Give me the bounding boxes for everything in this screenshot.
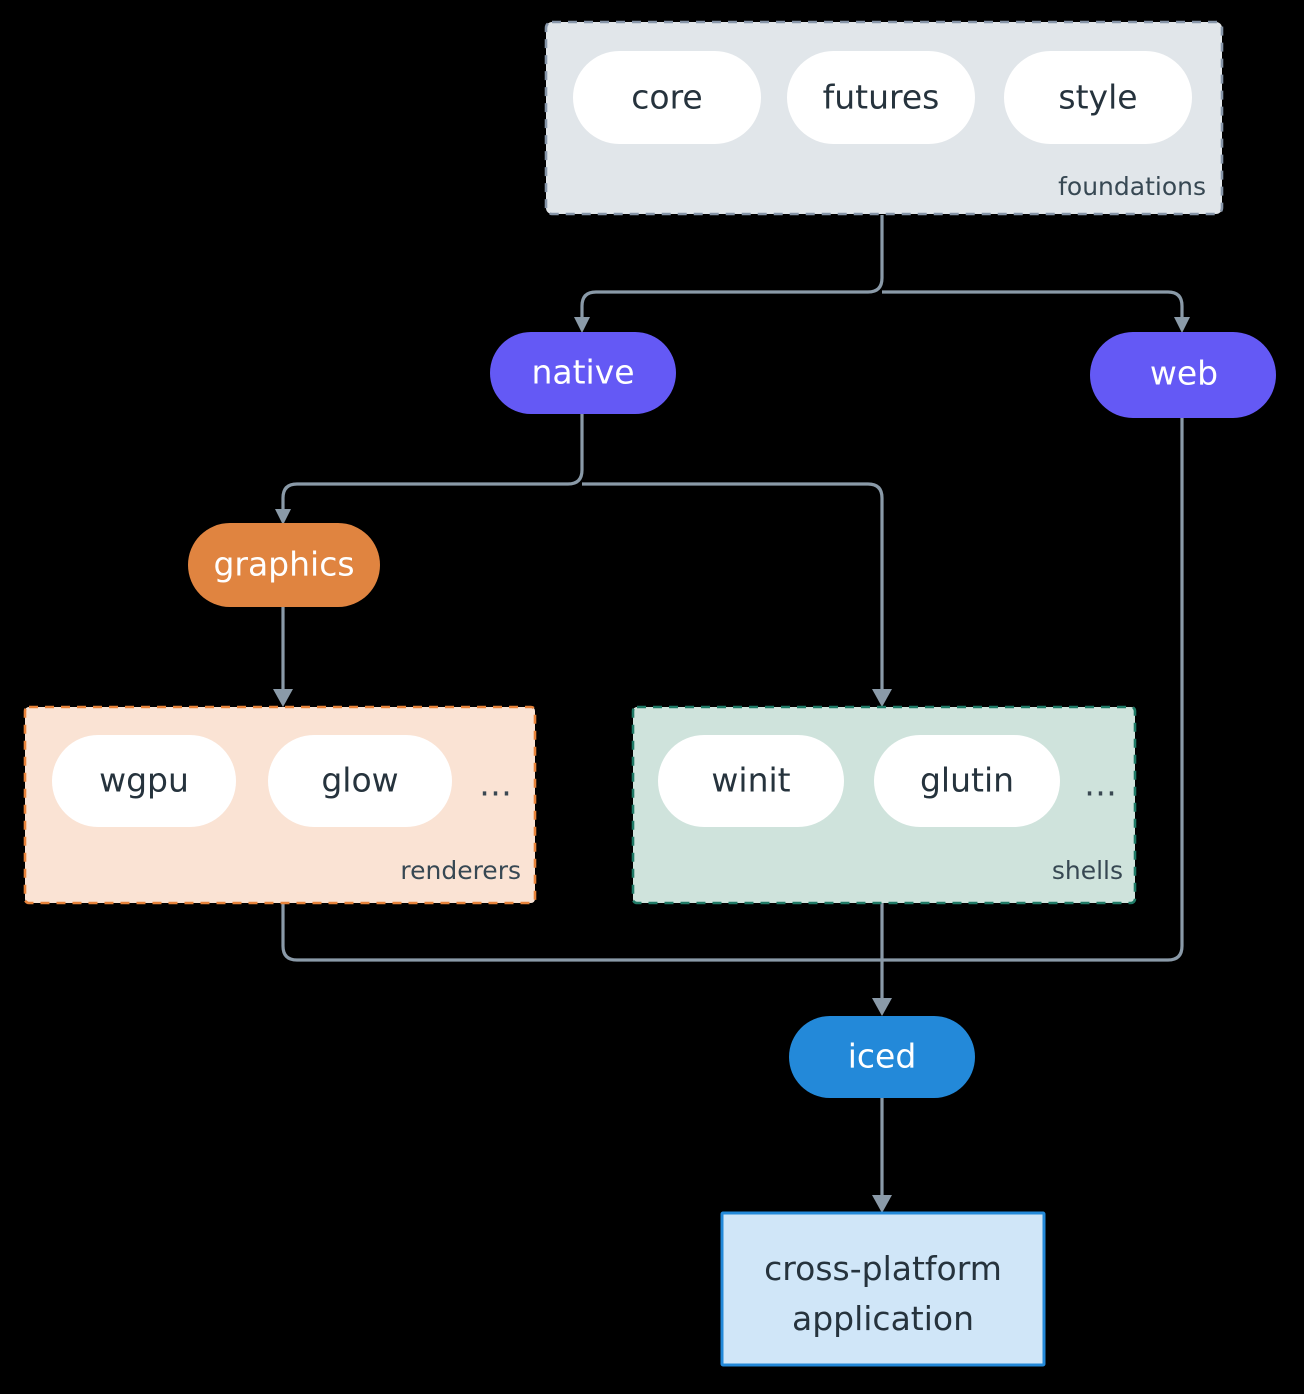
wgpu-pill — [52, 735, 236, 827]
node-graphics[interactable]: graphics — [188, 523, 380, 607]
edge-foundations-split — [580, 215, 884, 322]
node-futures[interactable]: futures — [787, 51, 975, 144]
wgpu-label: wgpu — [99, 761, 189, 800]
node-style[interactable]: style — [1004, 51, 1192, 144]
cluster-foundations: core futures style foundations — [544, 20, 1224, 216]
graphics-pill — [188, 523, 380, 607]
edge-arrow-to-graphics — [275, 509, 291, 525]
edge-renderers-to-iced — [281, 903, 882, 962]
style-pill — [1004, 51, 1192, 144]
cluster-shells: winit glutin … shells — [631, 705, 1137, 905]
edge-native-to-shells — [582, 482, 884, 696]
core-pill — [573, 51, 761, 144]
shells-ellipsis: … — [1084, 765, 1118, 804]
glow-label: glow — [321, 761, 398, 800]
web-pill — [1090, 332, 1276, 418]
edge-arrow-to-native — [574, 317, 590, 333]
application-label-line2: application — [792, 1299, 974, 1338]
node-web[interactable]: web — [1090, 332, 1276, 418]
iced-label: iced — [848, 1037, 917, 1076]
web-label: web — [1150, 354, 1218, 393]
native-pill — [490, 332, 676, 414]
node-iced[interactable]: iced — [789, 1016, 975, 1098]
edge-layer — [273, 215, 1190, 1213]
edge-web-to-iced — [882, 418, 1184, 962]
node-native[interactable]: native — [490, 332, 676, 414]
renderers-cluster-title: renderers — [400, 856, 521, 885]
glow-pill — [268, 735, 452, 827]
shells-cluster-title: shells — [1052, 856, 1123, 885]
edge-native-split — [281, 413, 584, 514]
node-winit[interactable]: winit — [658, 735, 844, 827]
edge-arrow-to-shells — [872, 689, 892, 707]
winit-pill — [658, 735, 844, 827]
node-glutin[interactable]: glutin — [874, 735, 1060, 827]
glutin-label: glutin — [920, 761, 1014, 800]
cluster-renderers: wgpu glow … renderers — [23, 705, 537, 905]
edge-foundations-to-web — [882, 290, 1184, 322]
futures-pill — [787, 51, 975, 144]
edge-arrow-to-web — [1174, 317, 1190, 333]
node-application[interactable]: cross-platform application — [720, 1211, 1046, 1367]
core-label: core — [631, 78, 702, 117]
iced-pill — [789, 1016, 975, 1098]
foundations-cluster-title: foundations — [1058, 172, 1206, 201]
futures-label: futures — [823, 78, 940, 117]
edge-arrow-to-iced — [872, 998, 892, 1016]
node-glow[interactable]: glow — [268, 735, 452, 827]
renderers-ellipsis: … — [479, 765, 513, 804]
graphics-label: graphics — [213, 545, 354, 584]
edge-arrow-to-application — [872, 1195, 892, 1213]
node-core[interactable]: core — [573, 51, 761, 144]
edge-arrow-to-renderers — [273, 689, 293, 707]
winit-label: winit — [711, 761, 790, 800]
glutin-pill — [874, 735, 1060, 827]
application-rect — [720, 1211, 1046, 1367]
native-label: native — [531, 353, 634, 392]
node-wgpu[interactable]: wgpu — [52, 735, 236, 827]
application-label-line1: cross-platform — [764, 1249, 1002, 1288]
style-label: style — [1058, 78, 1137, 117]
